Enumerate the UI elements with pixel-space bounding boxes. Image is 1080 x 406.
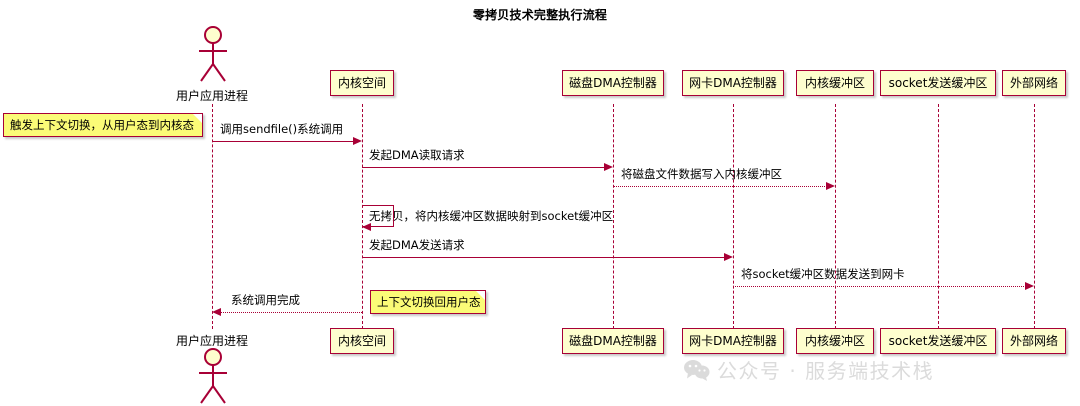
lifeline-socket-buffer xyxy=(938,104,939,329)
participant-kernel-space-bottom[interactable]: 内核空间 xyxy=(330,328,394,354)
participant-label-kernel-buffer-bottom: 内核缓冲区 xyxy=(804,334,865,348)
participant-label-socket-buffer-top: socket发送缓冲区 xyxy=(888,76,988,90)
participant-label-kernel-space-bottom: 内核空间 xyxy=(337,334,386,348)
note-context-switch-out: 上下文切换回用户态 xyxy=(370,290,486,314)
message-5-line xyxy=(362,257,725,258)
participant-nic-dma-top[interactable]: 网卡DMA控制器 xyxy=(682,70,784,96)
participant-external-network-bottom[interactable]: 外部网络 xyxy=(1002,328,1066,354)
participant-socket-buffer-top[interactable]: socket发送缓冲区 xyxy=(880,70,996,96)
participant-external-network-top[interactable]: 外部网络 xyxy=(1002,70,1066,96)
wechat-icon xyxy=(684,359,710,381)
lifeline-user-app xyxy=(212,104,213,329)
lifeline-kernel-buffer xyxy=(835,104,836,329)
message-5-arrowhead xyxy=(724,252,733,261)
note-fold-corner-icon-2 xyxy=(476,291,485,300)
message-3-line xyxy=(613,186,827,187)
participant-socket-buffer-bottom[interactable]: socket发送缓冲区 xyxy=(880,328,996,354)
lifeline-kernel-space xyxy=(362,104,363,329)
participant-label-kernel-buffer-top: 内核缓冲区 xyxy=(804,76,865,90)
participant-kernel-buffer-top[interactable]: 内核缓冲区 xyxy=(796,70,874,96)
message-4-arrowhead xyxy=(362,222,371,231)
participant-kernel-buffer-bottom[interactable]: 内核缓冲区 xyxy=(796,328,874,354)
message-1-line xyxy=(212,141,354,142)
actor-user-app-top xyxy=(199,26,227,82)
message-7-label: 系统调用完成 xyxy=(231,293,300,307)
message-7-arrowhead xyxy=(212,307,221,316)
participant-kernel-space-top[interactable]: 内核空间 xyxy=(330,70,394,96)
message-6-label: 将socket缓冲区数据发送到网卡 xyxy=(741,267,905,281)
note-context-switch-out-text: 上下文切换回用户态 xyxy=(377,295,481,309)
message-4-self-loop xyxy=(362,205,394,227)
message-6-arrowhead xyxy=(1025,281,1034,290)
actor-user-app-bottom xyxy=(199,348,227,404)
message-3-label: 将磁盘文件数据写入内核缓冲区 xyxy=(621,167,782,181)
participant-label-external-network-bottom: 外部网络 xyxy=(1009,334,1058,348)
participant-label-nic-dma-bottom: 网卡DMA控制器 xyxy=(689,334,777,348)
note-fold-corner-icon xyxy=(193,114,202,123)
message-1-arrowhead xyxy=(353,136,362,145)
participant-label-disk-dma-top: 磁盘DMA控制器 xyxy=(569,76,657,90)
actor-label-user-app-top: 用户应用进程 xyxy=(175,89,248,103)
message-5-label: 发起DMA发送请求 xyxy=(369,238,465,252)
participant-label-kernel-space-top: 内核空间 xyxy=(337,76,386,90)
lifeline-nic-dma xyxy=(733,104,734,329)
message-2-label: 发起DMA读取请求 xyxy=(369,148,465,162)
participant-label-socket-buffer-bottom: socket发送缓冲区 xyxy=(888,334,988,348)
message-4-label: 无拷贝，将内核缓冲区数据映射到socket缓冲区 xyxy=(369,209,614,223)
message-1-label: 调用sendfile()系统调用 xyxy=(220,122,344,136)
participant-label-external-network-top: 外部网络 xyxy=(1009,76,1058,90)
message-2-line xyxy=(362,167,605,168)
message-6-line xyxy=(733,286,1026,287)
watermark: 公众号 · 服务端技术栈 xyxy=(684,355,934,384)
message-2-arrowhead xyxy=(604,162,613,171)
message-3-arrowhead xyxy=(826,181,835,190)
participant-nic-dma-bottom[interactable]: 网卡DMA控制器 xyxy=(682,328,784,354)
note-context-switch-in-text: 触发上下文切换，从用户态到内核态 xyxy=(10,118,194,132)
participant-label-nic-dma-top: 网卡DMA控制器 xyxy=(689,76,777,90)
note-context-switch-in: 触发上下文切换，从用户态到内核态 xyxy=(3,113,203,137)
participant-disk-dma-top[interactable]: 磁盘DMA控制器 xyxy=(562,70,664,96)
actor-label-user-app-bottom: 用户应用进程 xyxy=(175,334,248,348)
lifeline-external-network xyxy=(1034,104,1035,329)
diagram-title: 零拷贝技术完整执行流程 xyxy=(472,8,608,22)
lifeline-disk-dma xyxy=(613,104,614,329)
message-7-line xyxy=(221,312,362,313)
participant-disk-dma-bottom[interactable]: 磁盘DMA控制器 xyxy=(562,328,664,354)
watermark-text: 公众号 · 服务端技术栈 xyxy=(717,359,935,383)
participant-label-disk-dma-bottom: 磁盘DMA控制器 xyxy=(569,334,657,348)
